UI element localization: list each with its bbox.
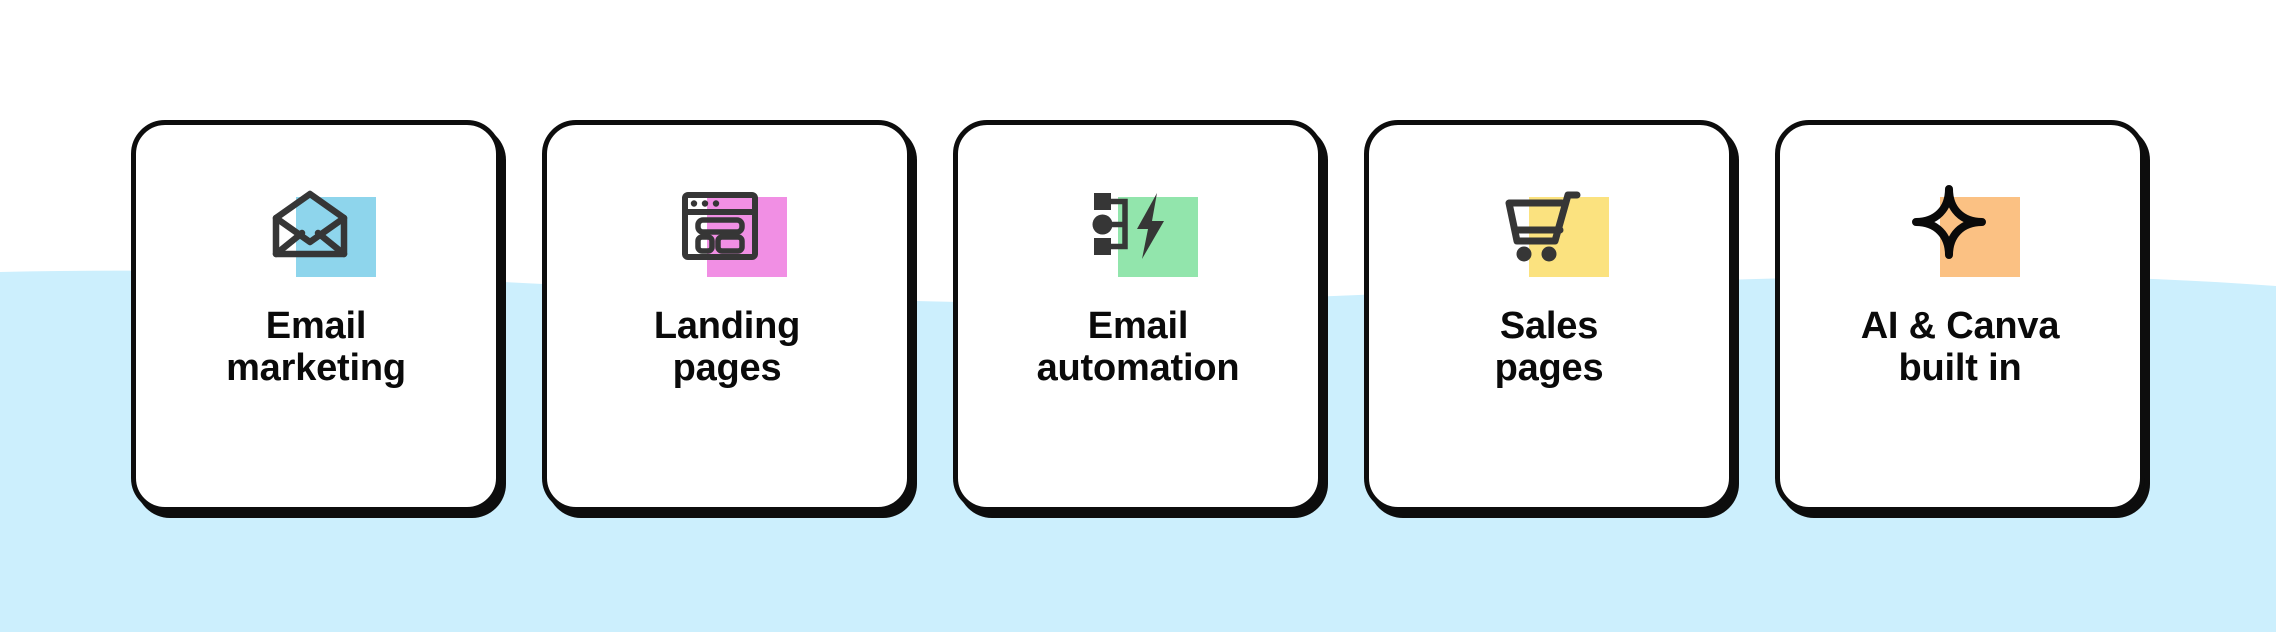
open-envelope-icon xyxy=(272,190,348,258)
feature-card-email-marketing[interactable]: Email marketing xyxy=(131,120,501,512)
icon-sales-pages xyxy=(1483,171,1615,283)
card-label: Landing pages xyxy=(653,305,801,390)
card-label: AI & Canva built in xyxy=(1860,305,2060,390)
feature-card-email-automation[interactable]: Email automation xyxy=(953,120,1323,512)
workflow-lightning-icon xyxy=(1092,193,1164,259)
feature-card-ai-canva[interactable]: AI & Canva built in xyxy=(1775,120,2145,512)
card-label: Email automation xyxy=(1036,305,1240,390)
card-label: Sales pages xyxy=(1494,305,1604,390)
sparkle-star-icon xyxy=(1912,185,1986,259)
icon-swatch xyxy=(1529,197,1609,277)
shopping-cart-icon xyxy=(1505,191,1581,262)
feature-card-landing-pages[interactable]: Landing pages xyxy=(542,120,912,512)
card-label: Email marketing xyxy=(226,305,406,390)
icon-swatch xyxy=(1118,197,1198,277)
browser-window-layout-icon xyxy=(682,192,758,260)
icon-ai-canva xyxy=(1894,171,2026,283)
icon-email-marketing xyxy=(250,171,382,283)
feature-card-sales-pages[interactable]: Sales pages xyxy=(1364,120,1734,512)
icon-landing-pages xyxy=(661,171,793,283)
icon-email-automation xyxy=(1072,171,1204,283)
